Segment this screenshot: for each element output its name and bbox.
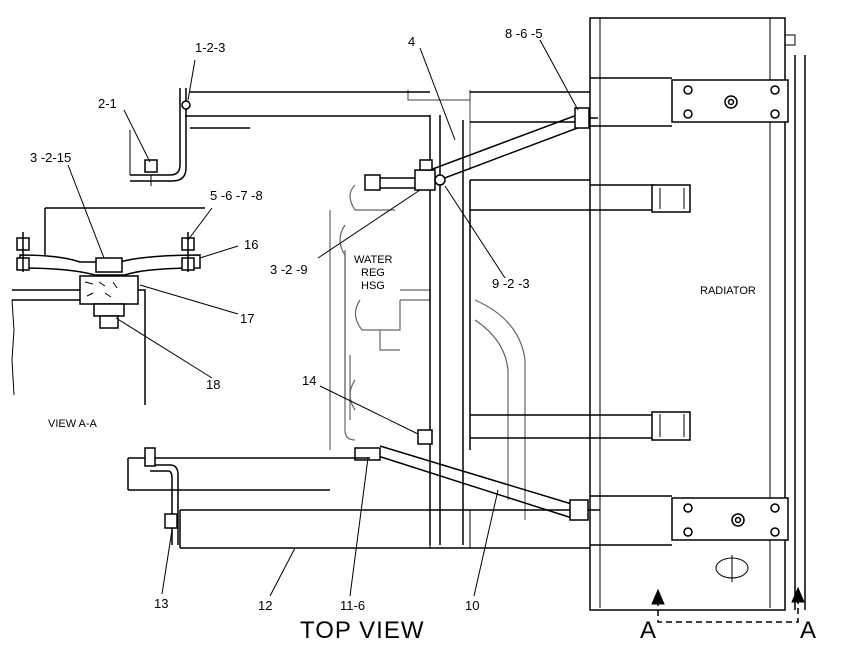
lower-tie-rod — [330, 429, 600, 521]
section-marker-right: A — [800, 617, 817, 644]
callout-18: 18 — [206, 377, 220, 392]
section-marker-left: A — [640, 617, 657, 644]
callout-3-2-15: 3 -2-15 — [30, 150, 71, 165]
upper-tie-rod — [364, 107, 598, 191]
top-view-title: TOP VIEW — [300, 617, 424, 644]
lower-support-tube — [127, 457, 590, 549]
middle-support-tube — [470, 184, 691, 441]
upper-support-tube — [185, 91, 590, 211]
callout-3-2-9: 3 -2 -9 — [270, 262, 308, 277]
callout-8-6-5: 8 -6 -5 — [505, 26, 543, 41]
radiator-label: RADIATOR — [700, 285, 756, 297]
reg-label: REG — [361, 267, 385, 279]
callout-16: 16 — [244, 237, 258, 252]
lower-left-bracket — [144, 447, 179, 545]
water-label: WATER — [354, 254, 393, 266]
callout-14: 14 — [302, 373, 316, 388]
hsg-label: HSG — [361, 280, 385, 292]
radiator-upper-mount-plate — [590, 77, 789, 127]
callout-9-2-3: 9 -2 -3 — [492, 276, 530, 291]
callout-5-6-7-8: 5 -6 -7 -8 — [210, 188, 263, 203]
view-aa-detail — [11, 207, 205, 405]
radiator-lower-mount-plate — [590, 495, 789, 546]
callout-2-1: 2-1 — [98, 96, 117, 111]
callout-11-6: 11-6 — [340, 598, 365, 613]
callout-17: 17 — [240, 311, 254, 326]
section-aa-indicator — [651, 586, 805, 623]
callout-1-2-3: 1-2-3 — [195, 40, 225, 55]
drain-cock — [715, 555, 749, 582]
callout-10: 10 — [465, 598, 479, 613]
leader-lines — [67, 39, 579, 597]
callout-13: 13 — [154, 596, 168, 611]
upper-left-bracket — [129, 88, 191, 186]
callout-4: 4 — [408, 34, 415, 49]
view-aa-label: VIEW A-A — [48, 418, 98, 430]
callout-12: 12 — [258, 598, 272, 613]
